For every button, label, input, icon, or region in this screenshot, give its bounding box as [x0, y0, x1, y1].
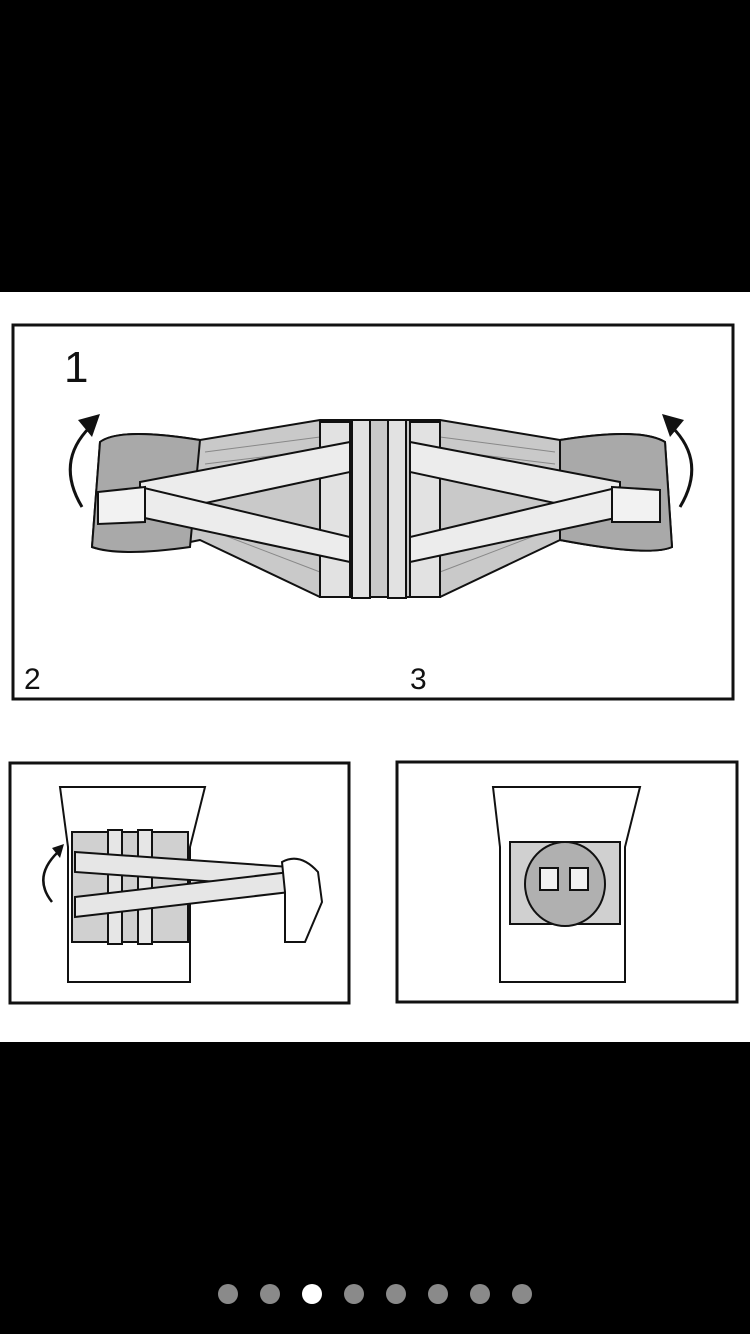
belt-velcro-tabs — [97, 485, 661, 526]
panel-2-arrow — [42, 851, 59, 903]
step-2-label: 2 — [24, 663, 41, 696]
page-dot-1[interactable] — [218, 1284, 238, 1304]
instruction-illustration — [8, 323, 739, 1005]
right-arrow-head — [662, 414, 684, 437]
page-dot-5[interactable] — [386, 1284, 406, 1304]
page-dot-2[interactable] — [260, 1284, 280, 1304]
left-arrow-head — [78, 414, 100, 437]
page-dot-7[interactable] — [470, 1284, 490, 1304]
step-3-label: 3 — [410, 663, 427, 696]
hand-icon — [280, 857, 324, 943]
page-indicator — [0, 1283, 750, 1305]
page-dot-4[interactable] — [344, 1284, 364, 1304]
page-dot-8[interactable] — [512, 1284, 532, 1304]
step-1-label: 1 — [64, 343, 89, 392]
product-image-instructions[interactable] — [0, 292, 750, 1042]
page-dot-3[interactable] — [302, 1284, 322, 1304]
page-dot-6[interactable] — [428, 1284, 448, 1304]
rotate-arrows — [68, 425, 694, 508]
